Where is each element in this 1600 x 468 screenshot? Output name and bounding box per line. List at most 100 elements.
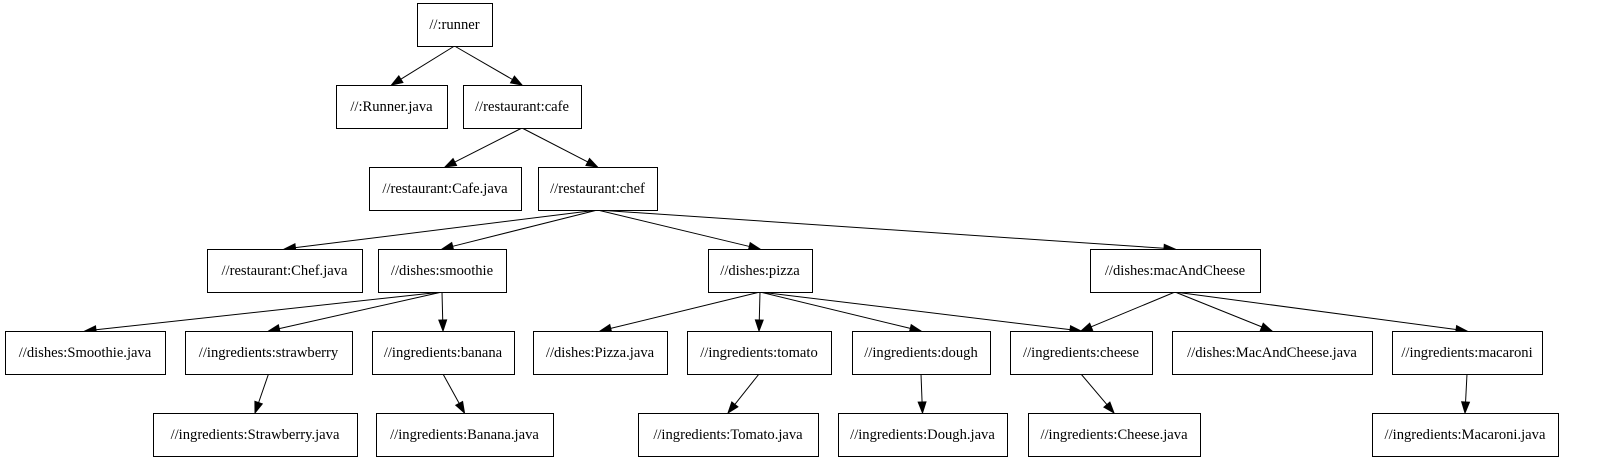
node-box[interactable] xyxy=(1172,331,1373,375)
edge-line xyxy=(1090,291,1176,328)
node-label: //restaurant:cafe xyxy=(475,99,569,115)
node-label: //dishes:Pizza.java xyxy=(546,345,655,361)
edge-line xyxy=(452,209,598,247)
node-box[interactable] xyxy=(708,249,813,293)
node-box[interactable] xyxy=(5,331,166,375)
edge-line xyxy=(1465,373,1468,403)
arrowhead-icon xyxy=(254,400,264,415)
arrowhead-icon xyxy=(917,401,927,415)
edge-line xyxy=(759,291,911,329)
node-label: //dishes:pizza xyxy=(720,263,800,279)
node-dishes-pizza[interactable]: //dishes:pizza xyxy=(708,249,813,293)
node-box[interactable] xyxy=(1090,249,1261,293)
edge-restaurant-cafe-to-restaurant-cafe-java xyxy=(443,127,523,168)
node-ingredients-strawberry[interactable]: //ingredients:strawberry xyxy=(185,331,353,375)
edge-ingredients-strawberry-to-ingredients-strawberry-java xyxy=(254,373,269,415)
node-label: //ingredients:macaroni xyxy=(1401,345,1532,361)
edge-ingredients-cheese-to-ingredients-cheese-java xyxy=(1080,373,1115,415)
node-ingredients-banana-java[interactable]: //ingredients:Banana.java xyxy=(376,413,554,457)
edge-ingredients-macaroni-to-ingredients-macaroni-java xyxy=(1460,373,1471,415)
nodes-layer: //:runner //:Runner.java //restaurant:cafe… xyxy=(5,3,1559,457)
edge-dishes-macandcheese-to-dishes-macandcheese-java xyxy=(1174,291,1274,332)
node-ingredients-macaroni[interactable]: //ingredients:macaroni xyxy=(1392,331,1543,375)
node-restaurant-cafe-java[interactable]: //restaurant:Cafe.java xyxy=(369,167,522,211)
node-dishes-smoothie-java[interactable]: //dishes:Smoothie.java xyxy=(5,331,166,375)
edge-restaurant-chef-to-dishes-smoothie xyxy=(440,209,598,251)
edges-layer xyxy=(83,45,1471,415)
node-label: //ingredients:tomato xyxy=(700,345,818,361)
arrowhead-icon xyxy=(1259,322,1274,332)
edge-line xyxy=(454,127,523,163)
node-label: //ingredients:dough xyxy=(864,345,978,361)
arrowhead-icon xyxy=(585,157,599,168)
edge-line xyxy=(521,127,588,163)
node-label: //ingredients:banana xyxy=(384,345,503,361)
node-dishes-smoothie[interactable]: //dishes:smoothie xyxy=(378,249,507,293)
node-ingredients-cheese-java[interactable]: //ingredients:Cheese.java xyxy=(1028,413,1201,457)
node-dishes-macandcheese[interactable]: //dishes:macAndCheese xyxy=(1090,249,1261,293)
node-ingredients-dough[interactable]: //ingredients:dough xyxy=(852,331,991,375)
edge-dishes-smoothie-to-ingredients-strawberry xyxy=(267,291,443,333)
node-dishes-pizza-java[interactable]: //dishes:Pizza.java xyxy=(533,331,668,375)
edge-dishes-pizza-to-dishes-pizza-java xyxy=(598,291,761,333)
node-ingredients-macaroni-java[interactable]: //ingredients:Macaroni.java xyxy=(1372,413,1559,457)
edge-runner-to-runner-java xyxy=(390,45,455,86)
node-box[interactable] xyxy=(378,249,507,293)
node-box[interactable] xyxy=(207,249,363,293)
node-label: //ingredients:cheese xyxy=(1023,345,1139,361)
node-restaurant-chef[interactable]: //restaurant:chef xyxy=(538,167,658,211)
node-box[interactable] xyxy=(185,331,353,375)
edge-line xyxy=(1174,291,1262,328)
node-label: //ingredients:Cheese.java xyxy=(1040,427,1188,443)
node-ingredients-tomato[interactable]: //ingredients:tomato xyxy=(687,331,832,375)
node-label: //dishes:macAndCheese xyxy=(1105,263,1245,279)
node-restaurant-chef-java[interactable]: //restaurant:Chef.java xyxy=(207,249,363,293)
node-box[interactable] xyxy=(417,3,493,47)
node-box[interactable] xyxy=(538,167,658,211)
node-box[interactable] xyxy=(376,413,554,457)
node-box[interactable] xyxy=(852,331,991,375)
node-label: //ingredients:Tomato.java xyxy=(653,427,803,443)
node-box[interactable] xyxy=(1372,413,1559,457)
node-box[interactable] xyxy=(687,331,832,375)
node-ingredients-banana[interactable]: //ingredients:banana xyxy=(372,331,515,375)
node-runner-java[interactable]: //:Runner.java xyxy=(336,85,448,129)
edge-ingredients-dough-to-ingredients-dough-java xyxy=(917,373,927,415)
edge-dishes-smoothie-to-ingredients-banana xyxy=(438,291,448,333)
node-label: //:runner xyxy=(429,17,479,33)
node-ingredients-cheese[interactable]: //ingredients:cheese xyxy=(1010,331,1153,375)
node-box[interactable] xyxy=(1010,331,1153,375)
edge-line xyxy=(1174,291,1457,331)
node-box[interactable] xyxy=(638,413,819,457)
edge-dishes-pizza-to-ingredients-dough xyxy=(759,291,923,333)
node-box[interactable] xyxy=(336,85,448,129)
node-box[interactable] xyxy=(369,167,522,211)
edge-line xyxy=(597,209,1165,249)
edge-line xyxy=(442,373,460,404)
edge-line xyxy=(400,45,455,80)
node-label: //ingredients:Dough.java xyxy=(850,427,995,443)
node-ingredients-tomato-java[interactable]: //ingredients:Tomato.java xyxy=(638,413,819,457)
node-ingredients-dough-java[interactable]: //ingredients:Dough.java xyxy=(838,413,1008,457)
arrowhead-icon xyxy=(1460,401,1471,415)
node-box[interactable] xyxy=(1392,331,1543,375)
arrowhead-icon xyxy=(1079,322,1094,332)
node-runner[interactable]: //:runner xyxy=(417,3,493,47)
node-label: //ingredients:Strawberry.java xyxy=(171,427,340,443)
node-box[interactable] xyxy=(1028,413,1201,457)
node-label: //restaurant:Chef.java xyxy=(221,263,348,279)
node-dishes-macandcheese-java[interactable]: //dishes:MacAndCheese.java xyxy=(1172,331,1373,375)
node-box[interactable] xyxy=(372,331,515,375)
node-restaurant-cafe[interactable]: //restaurant:cafe xyxy=(463,85,582,129)
node-label: //restaurant:chef xyxy=(550,181,645,197)
node-ingredients-strawberry-java[interactable]: //ingredients:Strawberry.java xyxy=(153,413,358,457)
node-box[interactable] xyxy=(463,85,582,129)
edge-line xyxy=(95,291,443,331)
node-box[interactable] xyxy=(838,413,1008,457)
node-label: //ingredients:strawberry xyxy=(199,345,339,361)
arrowhead-icon xyxy=(727,401,739,415)
node-box[interactable] xyxy=(533,331,668,375)
node-label: //ingredients:Banana.java xyxy=(390,427,539,443)
node-box[interactable] xyxy=(153,413,358,457)
edge-line xyxy=(759,291,1071,331)
